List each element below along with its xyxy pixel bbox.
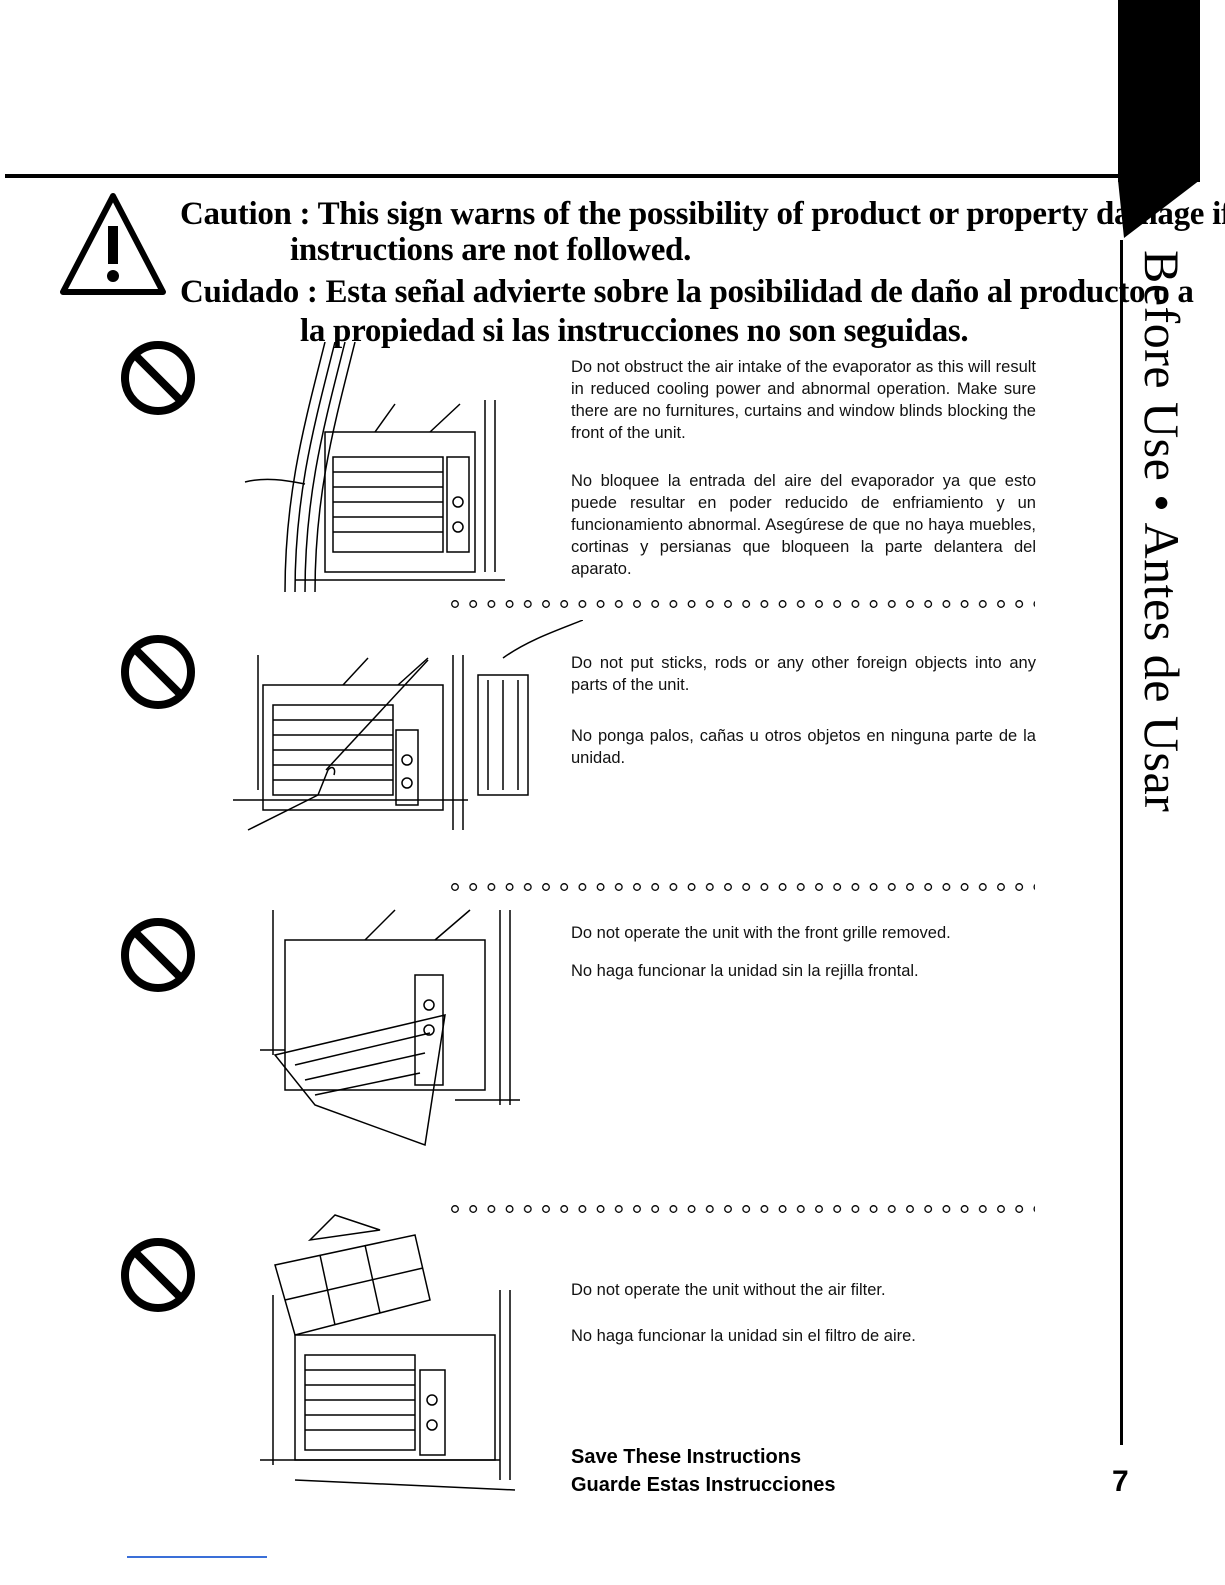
save-instructions-es: Guarde Estas Instrucciones — [571, 1474, 836, 1496]
side-tab-line — [1120, 240, 1123, 1445]
dotted-divider — [450, 1202, 1035, 1216]
section-4-text-en: Do not operate the unit without the air … — [571, 1281, 886, 1299]
section-2-text-en: Do not put sticks, rods or any other for… — [571, 654, 1036, 694]
caution-text-es-line2: la propiedad si las instrucciones no son… — [300, 313, 969, 349]
filter-removed-illustration — [260, 1214, 516, 1491]
warning-triangle-icon — [60, 193, 166, 295]
blocked-air-intake-illustration — [244, 342, 505, 593]
save-instructions-en: Save These Instructions — [571, 1446, 802, 1468]
bottom-underline — [127, 1556, 267, 1558]
section-1-text-es: No bloquee la entrada del aire del evapo… — [571, 472, 1036, 578]
section-4-text-es: No haga funcionar la unidad sin el filtr… — [571, 1327, 916, 1345]
section-3-text-en: Do not operate the unit with the front g… — [571, 924, 951, 942]
page-number: 7 — [1112, 1465, 1129, 1498]
caution-text-en-line2: instructions are not followed. — [290, 232, 692, 268]
section-2-text-es: No ponga palos, cañas u otros objetos en… — [571, 727, 1036, 767]
section-1-text-en: Do not obstruct the air intake of the ev… — [571, 358, 1036, 442]
prohibited-sign-icon — [121, 918, 195, 992]
dotted-divider — [450, 880, 1035, 894]
side-tab-arrow-icon — [1118, 180, 1200, 238]
caution-text-en-line1: Caution : This sign warns of the possibi… — [180, 196, 1225, 232]
dotted-divider — [450, 597, 1035, 611]
top-rule — [5, 174, 1120, 178]
side-tab-title: Before Use • Antes de Usar — [1134, 250, 1190, 813]
side-tab-bar — [1118, 0, 1200, 182]
prohibited-sign-icon — [121, 635, 195, 709]
prohibited-sign-icon — [121, 1238, 195, 1312]
prohibited-sign-icon — [121, 341, 195, 415]
section-3-text-es: No haga funcionar la unidad sin la rejil… — [571, 962, 919, 980]
caution-text-es-line1: Cuidado : Esta señal advierte sobre la p… — [180, 274, 1194, 310]
foreign-object-illustration — [233, 620, 583, 831]
grille-removed-illustration — [260, 909, 520, 1147]
